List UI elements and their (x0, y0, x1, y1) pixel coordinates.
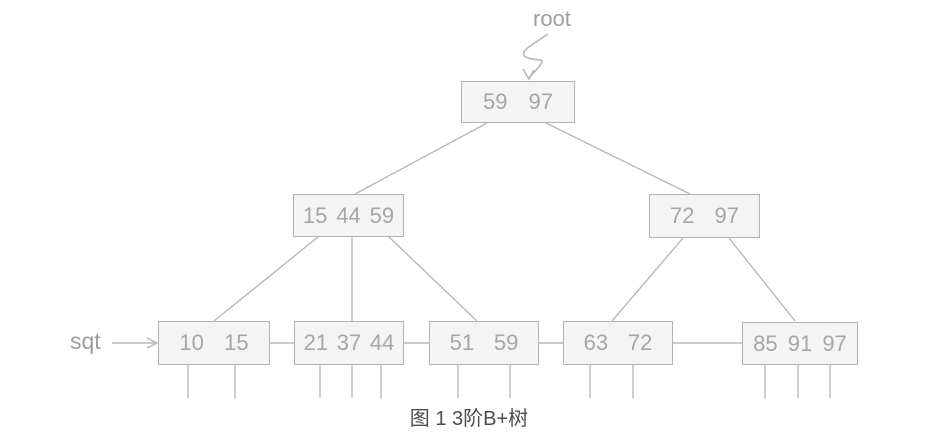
node-key: 15 (224, 330, 249, 355)
node-leaf-4: 63 72 (563, 321, 673, 365)
root-arrow (522, 33, 549, 81)
node-key: 59 (369, 202, 395, 228)
edge-intr-leaf5 (728, 237, 796, 322)
node-key: 91 (787, 330, 813, 356)
node-key: 15 (302, 202, 328, 228)
node-leaf-5: 85 91 97 (742, 322, 858, 365)
node-leaf-3: 51 59 (429, 321, 539, 365)
node-key: 72 (670, 203, 695, 228)
node-root: 59 97 (461, 81, 575, 123)
node-key: 97 (714, 203, 739, 228)
node-key: 44 (336, 202, 361, 228)
node-leaf-2: 21 37 44 (294, 321, 404, 365)
edge-root-left (354, 122, 488, 195)
node-key: 72 (627, 330, 653, 355)
sqt-label: sqt (70, 328, 101, 354)
node-key: 10 (179, 330, 204, 355)
node-key: 59 (483, 89, 508, 114)
node-key: 85 (753, 330, 778, 356)
node-key: 44 (369, 330, 395, 355)
edge-intr-leaf4 (611, 237, 684, 322)
root-label: root (533, 6, 571, 31)
node-key: 97 (822, 330, 847, 356)
node-key: 21 (303, 330, 329, 355)
figure-caption: 图 1 3阶B+树 (409, 408, 529, 430)
node-internal-left: 15 44 59 (293, 194, 404, 237)
node-key: 51 (449, 330, 475, 355)
sqt-arrow (112, 337, 159, 349)
node-key: 37 (336, 330, 362, 355)
node-leaf-1: 10 15 (158, 321, 270, 365)
node-key: 59 (493, 330, 519, 355)
node-internal-right: 72 97 (649, 194, 760, 238)
edge-root-right (545, 122, 691, 195)
node-key: 63 (583, 330, 609, 355)
edge-intl-leaf3 (388, 236, 478, 322)
edge-intl-leaf1 (213, 236, 319, 322)
node-key: 97 (528, 89, 553, 114)
